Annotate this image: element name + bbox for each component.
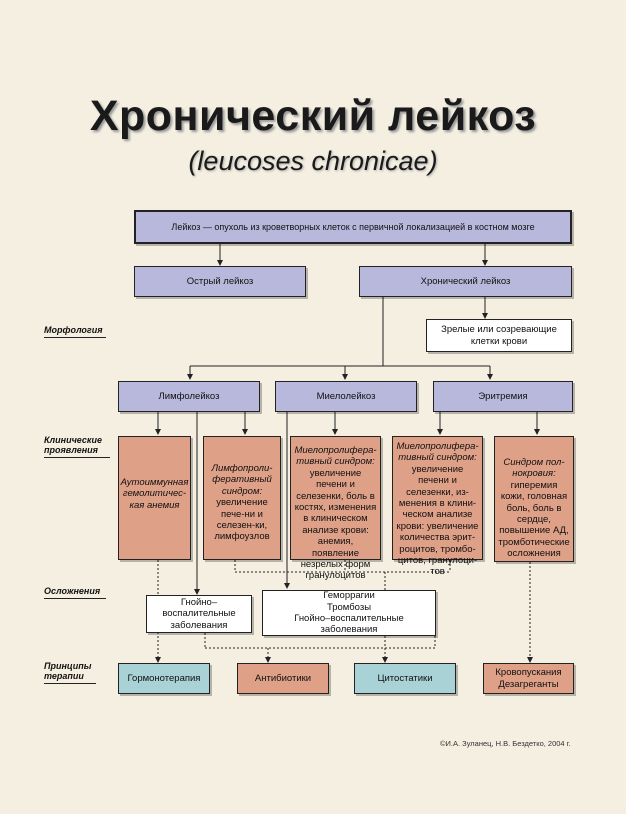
page-subtitle: (leucoses chronicae) <box>188 146 438 176</box>
side-label-clinical: Клинические проявления <box>44 435 110 458</box>
hormone-therapy-box: Гормонотерапия <box>118 663 210 694</box>
erythro-syndrome-text: увеличение печени и селезенки, из-менени… <box>396 463 479 578</box>
thrombosis-label: Тромбозы <box>326 601 372 613</box>
side-label-morphology: Морфология <box>44 325 106 338</box>
hemorrhage-thrombosis-box: Геморрагии Тромбозы Гнойно–воспалительны… <box>262 590 436 636</box>
side-label-complications: Осложнения <box>44 586 106 599</box>
lympho-syndrome-text: увеличение пече-ни и селезен-ки, лимфоуз… <box>214 497 270 543</box>
chronic-leukemia-box: Хронический лейкоз <box>359 266 572 297</box>
purulent-label: Гнойно–воспалительные заболевания <box>294 613 404 636</box>
bloodletting-label: Кровопускания <box>495 667 562 679</box>
root-definition-box: Лейкоз — опухоль из кроветворных клеток … <box>134 210 572 244</box>
plethora-text: гиперемия кожи, головная боль, боль в се… <box>498 479 570 560</box>
copyright-credit: ©И.А. Зуланец, Н.В. Бездетко, 2004 г. <box>440 739 571 748</box>
erythremia-box: Эритремия <box>433 381 573 412</box>
disaggregants-label: Дезагреганты <box>498 678 559 690</box>
antibiotics-box: Антибиотики <box>237 663 329 694</box>
myelo-syndrome-text: увеличение печени и селезенки, боль в ко… <box>294 467 377 582</box>
lymphoproliferative-box: Лимфопроли-феративный синдром: увеличени… <box>203 436 281 560</box>
plethora-syndrome-box: Синдром пол-нокровия: гиперемия кожи, го… <box>494 436 574 562</box>
bloodletting-box: Кровопускания Дезагреганты <box>483 663 574 694</box>
acute-leukemia-box: Острый лейкоз <box>134 266 306 297</box>
side-label-therapy: Принципы терапии <box>44 661 96 684</box>
myelo-syndrome-heading: Миелопролифера-тивный синдром: <box>294 445 377 468</box>
cytostatics-box: Цитостатики <box>354 663 456 694</box>
erythro-syndrome-heading: Миелопролифера-тивный синдром: <box>396 441 479 464</box>
purulent-complications-box: Гнойно–воспалительные заболевания <box>146 595 252 633</box>
autoimmune-anemia-box: Аутоиммунная гемолитичес-кая анемия <box>118 436 191 560</box>
myeloleukemia-box: Миелолейкоз <box>275 381 417 412</box>
hemorrhage-label: Геморрагии <box>323 590 375 602</box>
mature-cells-box: Зрелые или созревающие клетки крови <box>426 319 572 352</box>
page-title: Хронический лейкоз <box>89 92 537 140</box>
plethora-heading: Синдром пол-нокровия: <box>503 457 565 480</box>
erythro-proliferative-box: Миелопролифера-тивный синдром: увеличени… <box>392 436 483 577</box>
myeloproliferative-box: Миелопролифера-тивный синдром: увеличени… <box>290 436 381 581</box>
lympholeukemia-box: Лимфолейкоз <box>118 381 260 412</box>
lympho-syndrome-heading: Лимфопроли-феративный синдром: <box>211 463 273 497</box>
